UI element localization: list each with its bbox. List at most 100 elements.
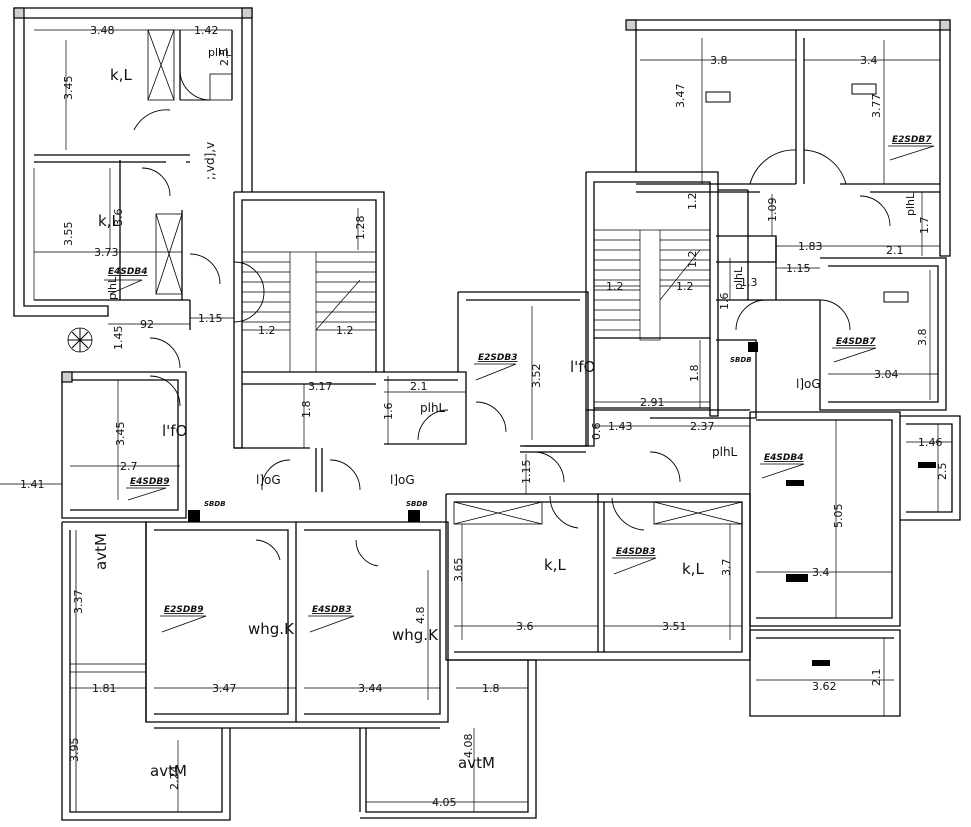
dim-label: 3.48 <box>90 24 115 37</box>
dim-label: 0.6 <box>590 423 603 441</box>
sd-tag: E4SDB9 <box>130 477 170 487</box>
bed-symbol <box>883 291 909 303</box>
bed-symbol <box>705 91 731 103</box>
dim-label: 2.1 <box>870 669 883 687</box>
bed-symbol <box>786 574 808 582</box>
dim-label: 2.1 <box>410 380 428 393</box>
dim-label: 3.73 <box>94 246 119 259</box>
dim-label: 2.91 <box>640 396 665 409</box>
room-label-balcony: avtM <box>92 533 110 570</box>
room-label-kitchen: k,L <box>544 556 566 574</box>
dim-label: 3.6 <box>516 620 534 633</box>
room-label-lobby: l]oG <box>256 473 281 487</box>
sd-tag: E4SDB4 <box>108 267 148 277</box>
kitchen-counter-x <box>147 29 175 101</box>
dim-label: 3.62 <box>812 680 837 693</box>
dim-label: 3.51 <box>662 620 687 633</box>
room-label-hall: whg.K <box>248 620 295 638</box>
room-label-bath: plhL <box>732 266 745 290</box>
room-label-bath: plhL <box>712 445 738 459</box>
db-tag: SBDB <box>730 356 752 364</box>
wall-unit-left-mid <box>61 371 187 519</box>
room-label-bath: plhL <box>420 401 446 415</box>
sd-leader <box>308 615 355 633</box>
wall-inner <box>795 30 805 184</box>
sd-tag: E4SDB3 <box>616 547 656 557</box>
wall-inner <box>586 409 750 419</box>
stair-landing <box>289 251 317 373</box>
wall-corner <box>939 19 951 31</box>
dim-label: 2.7 <box>120 460 138 473</box>
wall-inner <box>597 494 605 652</box>
stair-arrow <box>659 249 701 301</box>
sd-leader <box>888 145 935 161</box>
wall-stair-right <box>585 171 719 447</box>
kitchen-counter <box>453 501 543 525</box>
wall-corner <box>61 371 73 383</box>
dim-label: 1.2 <box>336 324 354 337</box>
dim-label: 3.6 <box>112 209 125 227</box>
dim-label: 3.37 <box>72 590 85 615</box>
dim-label: 3.45 <box>114 422 127 447</box>
dim-label: 2.24 <box>168 766 181 791</box>
dim-label: 2.37 <box>690 420 715 433</box>
wall-corridor <box>234 447 323 492</box>
dim-label: 1.15 <box>198 312 223 325</box>
dim-label: 3.4 <box>812 566 830 579</box>
dim-label: 3.77 <box>870 94 883 119</box>
bed-symbol <box>812 660 830 666</box>
door-swing <box>533 451 579 529</box>
dim-label: 1.7 <box>918 217 931 235</box>
room-label-dining: l'fO <box>570 358 595 376</box>
room-label-lobby: l]oG <box>796 377 821 391</box>
wall-stair-right <box>594 337 710 409</box>
dim-label: 1.2 <box>686 251 699 269</box>
dim-label: 1.45 <box>112 326 125 351</box>
dim-line <box>0 29 952 812</box>
room-label-balcony: avtM <box>150 762 187 780</box>
dim-label: 1.42 <box>194 24 219 37</box>
wall-inner <box>716 299 820 419</box>
dim-label: 1.2 <box>258 324 276 337</box>
room-label-kitchen: k,L <box>682 560 704 578</box>
kitchen-counter <box>155 213 183 295</box>
wall-inner <box>636 183 940 193</box>
db-tag: SBDB <box>406 500 428 508</box>
dim-label: 1.43 <box>608 420 633 433</box>
db-box <box>188 510 200 522</box>
wall-inner <box>181 210 191 330</box>
room-label-hall: whg.K <box>392 626 439 644</box>
dim-label: 3.8 <box>916 329 929 347</box>
dim-label: 3.52 <box>530 364 543 389</box>
bed-symbol <box>786 480 804 486</box>
kitchen-counter-x <box>155 213 183 295</box>
dim-label: 3.47 <box>212 682 237 695</box>
dim-label: 5.05 <box>832 504 845 529</box>
wall-corner <box>13 7 25 19</box>
db-box <box>748 342 758 352</box>
door-swing <box>735 195 891 331</box>
sd-leader <box>832 347 877 363</box>
dim-label: 3.17 <box>308 380 333 393</box>
wall-hall <box>296 521 449 723</box>
wall-inner <box>716 235 777 263</box>
dim-label: 2.5 <box>218 49 231 67</box>
dim-label: 2.1 <box>886 244 904 257</box>
dim-label: 1.15 <box>520 460 533 485</box>
dim-label: 3.04 <box>874 368 899 381</box>
electrical-tags: E4SDB4 E2SDB3 E4SDB9 E2SDB9 E4SDB3 E4SDB… <box>104 135 935 633</box>
dim-label: 1.41 <box>20 478 45 491</box>
sd-leader <box>104 279 143 295</box>
wall-corner <box>241 7 253 19</box>
door-swing <box>749 149 847 185</box>
dim-label: 1.2 <box>686 193 699 211</box>
sd-leader <box>126 487 167 501</box>
dim-label: 3.44 <box>358 682 383 695</box>
dim-label: 3.8 <box>710 54 728 67</box>
sd-tag: E4SDB7 <box>836 337 876 347</box>
wall-corner <box>625 19 637 31</box>
dim-label: 1.09 <box>766 198 779 223</box>
sink <box>209 73 233 101</box>
sd-leader <box>760 463 805 479</box>
